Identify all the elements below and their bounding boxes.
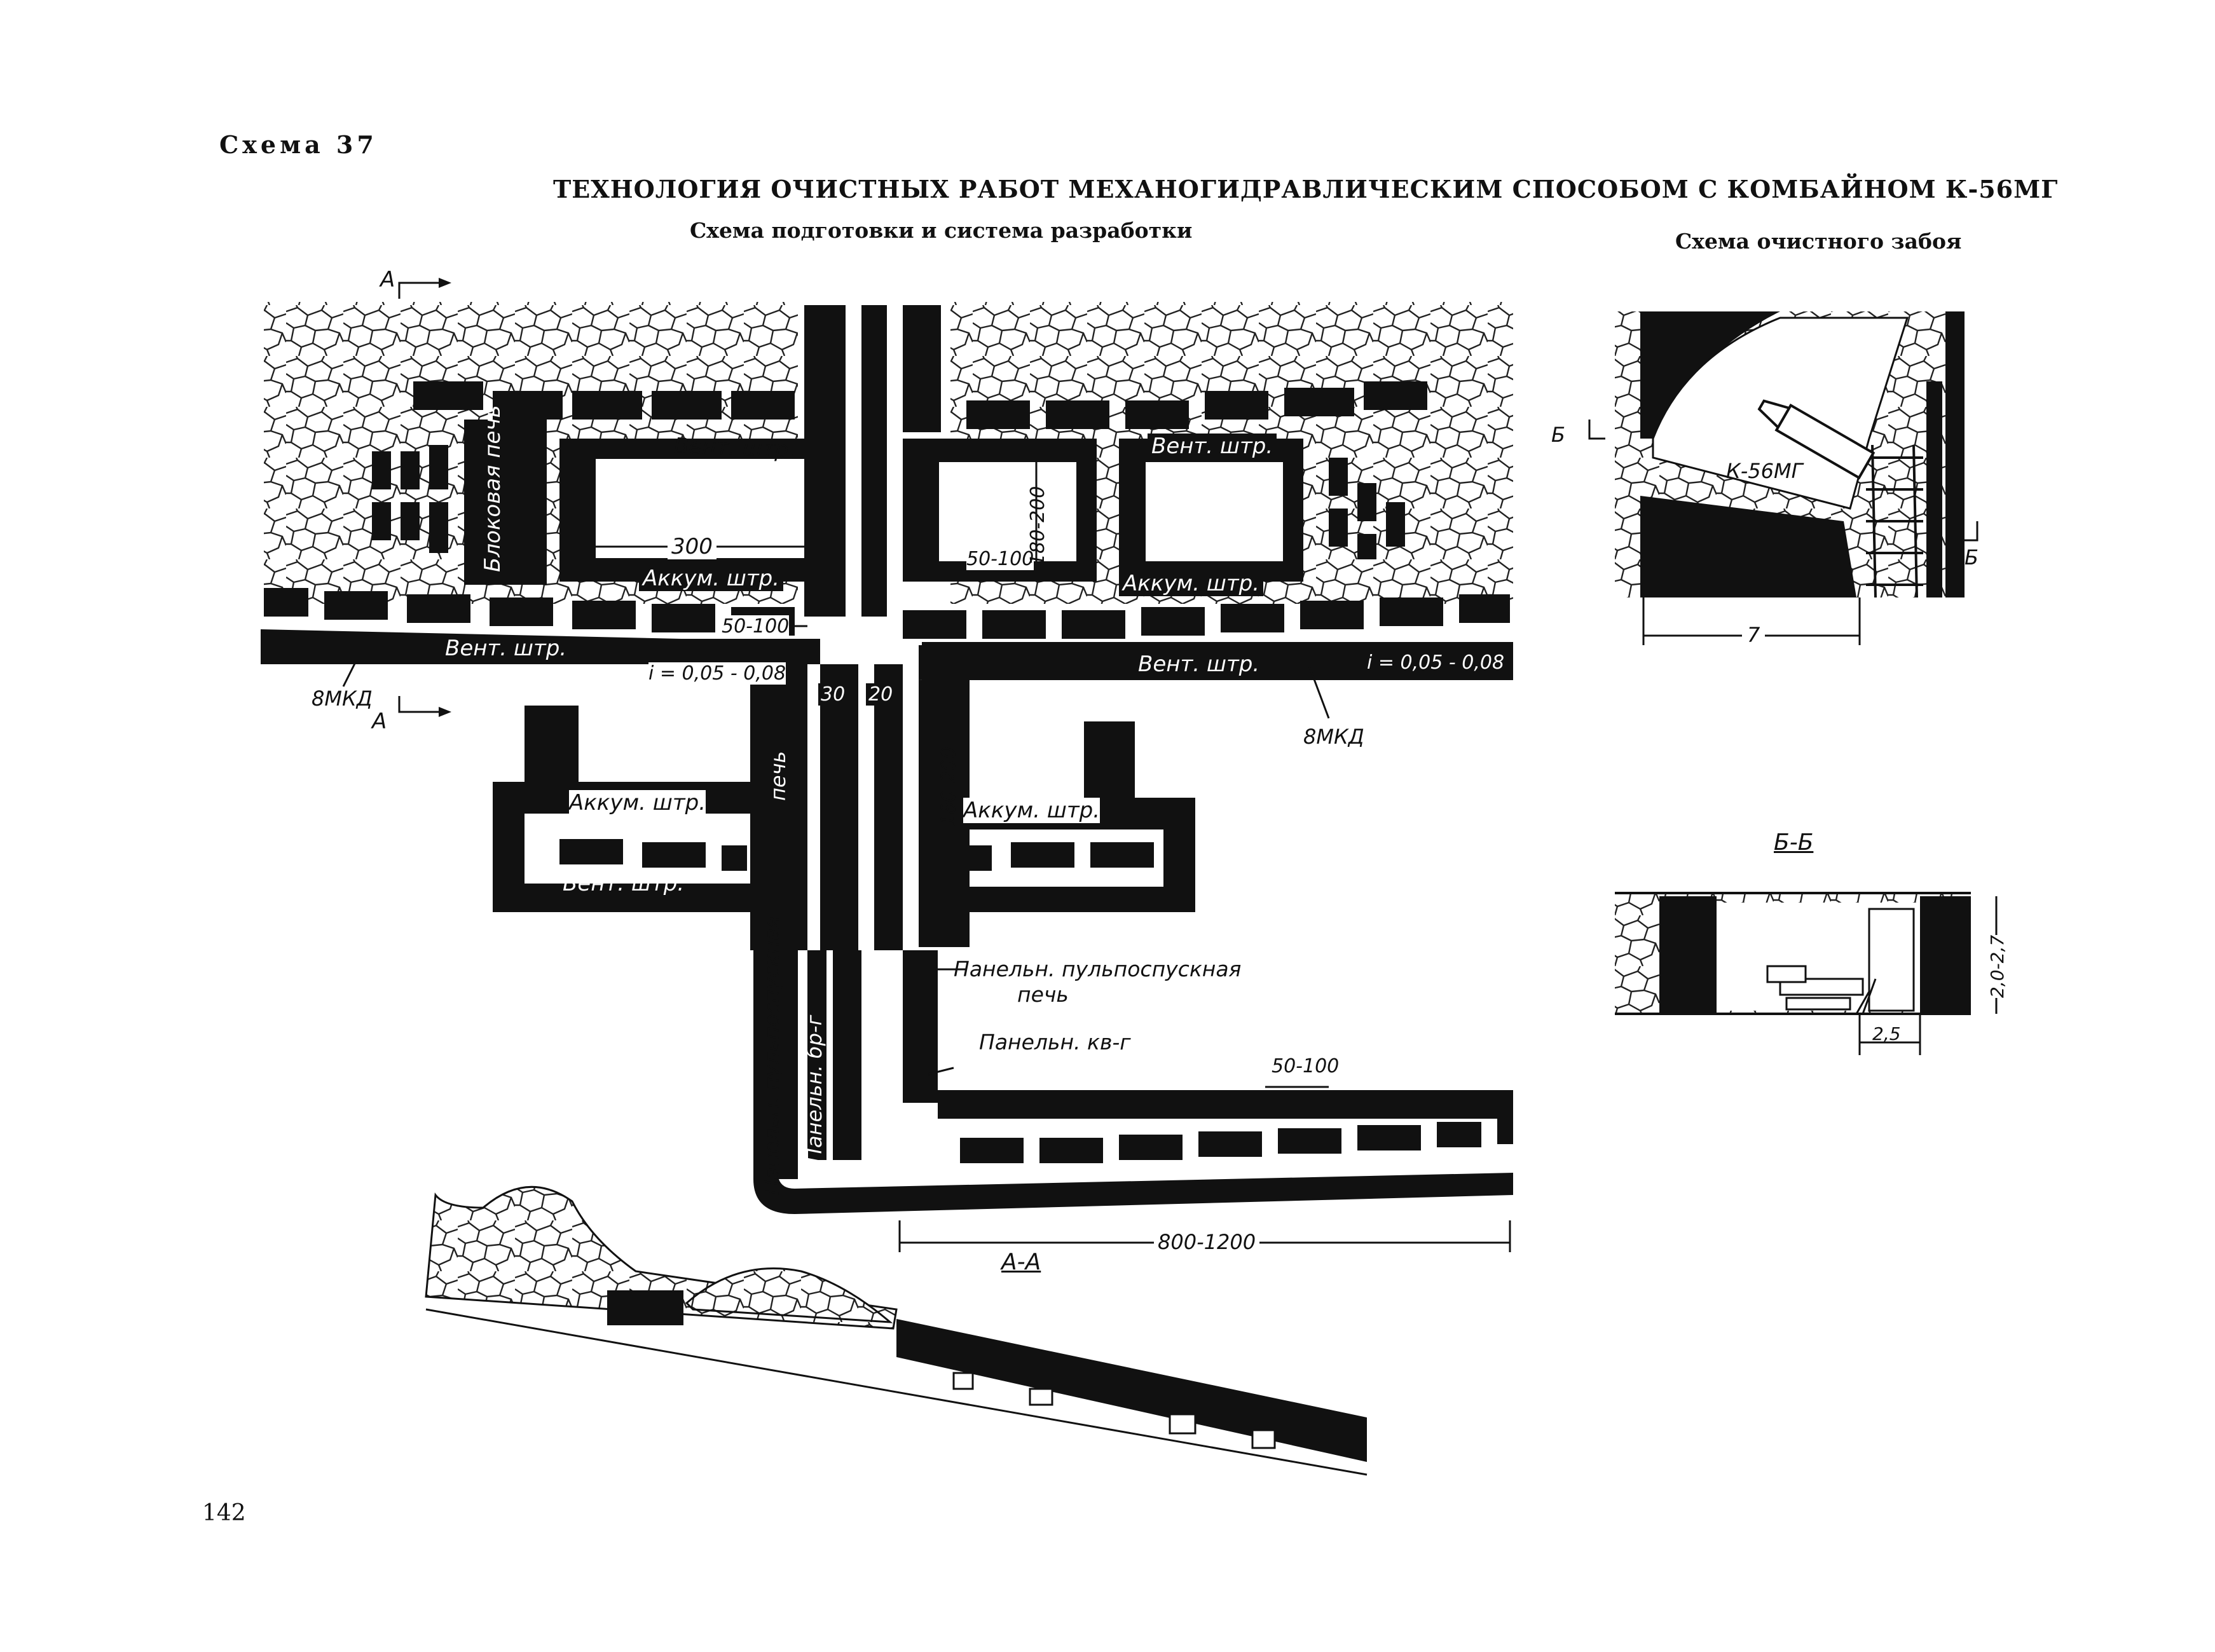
label-vmkd-right: 8МКД bbox=[1303, 725, 1364, 749]
label-akkum-shtr-lower-right: Аккум. штр. bbox=[963, 798, 1101, 823]
subtitle-right: Схема очистного забоя bbox=[1675, 229, 1962, 254]
top-drift-segments bbox=[413, 381, 1427, 429]
scheme-number: Схема 37 bbox=[219, 130, 378, 159]
label-section-b-right: Б bbox=[1965, 545, 1978, 570]
label-panel-brg: Панельн. бр-г bbox=[802, 1014, 826, 1163]
vent-drift-band-right bbox=[922, 642, 1513, 680]
label-section-aa: А-А bbox=[1001, 1249, 1041, 1275]
section-aa bbox=[425, 1185, 1368, 1476]
label-vent-shtr-mid-right: Вент. штр. bbox=[1138, 652, 1260, 677]
label-dim-180-200-upper: 180-200 bbox=[1027, 486, 1049, 566]
label-section-a-top: А bbox=[380, 267, 395, 292]
label-akkum-shtr-upper-left: Аккум. штр. bbox=[639, 566, 784, 591]
label-section-bb: Б-Б bbox=[1774, 829, 1814, 856]
label-dim-50-100-lower: 50-100 bbox=[1272, 1055, 1340, 1077]
accum-drift-segments bbox=[264, 588, 1510, 639]
mined-block-center bbox=[936, 460, 1079, 564]
page-number: 142 bbox=[202, 1500, 246, 1526]
vent-drift-band-left bbox=[261, 639, 820, 664]
label-dim-20: 20 bbox=[866, 683, 896, 706]
label-dim-30: 30 bbox=[818, 683, 848, 706]
label-dim-7: 7 bbox=[1742, 623, 1766, 647]
central-shaft bbox=[804, 305, 941, 617]
label-dim-50-100-mid: 50-100 bbox=[722, 615, 790, 638]
subtitle-left: Схема подготовки и система разработки bbox=[690, 218, 1193, 243]
label-dim-width: 2,5 bbox=[1872, 1023, 1901, 1044]
label-vent-shtr-upper-left: Вент. штр. bbox=[673, 433, 796, 463]
label-panel-kvg: Панельн. кв-г bbox=[979, 1030, 1131, 1055]
label-dim-50-100-upper: 50-100 bbox=[966, 548, 1034, 570]
label-section-a-bottom: А bbox=[372, 709, 387, 734]
mined-block-right bbox=[1143, 460, 1286, 564]
label-dim-height: 2,0-2,7 bbox=[1987, 934, 2008, 998]
label-dim-300: 300 bbox=[668, 534, 717, 559]
label-dim-800-1200: 800-1200 bbox=[1154, 1230, 1260, 1254]
label-vmkd-left: 8МКД bbox=[312, 686, 373, 711]
label-panel-pulp-pech-line2: печь bbox=[1017, 982, 1069, 1007]
label-dim-180-200-lower: 180-200 bbox=[938, 746, 960, 826]
page-title: ТЕХНОЛОГИЯ ОЧИСТНЫХ РАБОТ МЕХАНОГИДРАВЛИ… bbox=[553, 175, 2059, 203]
label-slope-right: i = 0,05 - 0,08 bbox=[1367, 652, 1505, 674]
label-blochnaya-pech: Блоковая печь bbox=[480, 405, 505, 572]
face-scheme bbox=[1588, 311, 1978, 645]
label-akkum-shtr-upper-right: Аккум. штр. bbox=[1119, 571, 1264, 596]
label-vent-shtr-upper-right: Вент. штр. bbox=[1148, 433, 1277, 459]
bottom-drift-segments bbox=[960, 1119, 1513, 1163]
label-vent-shtr-lower-left: Вент. штр. bbox=[563, 871, 685, 896]
label-slope-left: i = 0,05 - 0,08 bbox=[648, 662, 786, 685]
label-combine: К-56МГ bbox=[1726, 459, 1803, 483]
label-section-b-left: Б bbox=[1551, 423, 1565, 447]
section-bb bbox=[1615, 892, 1998, 1055]
lower-shaft bbox=[753, 950, 1513, 1214]
label-panel-pulp-pech: Панельн. пульпоспускная bbox=[954, 957, 1242, 981]
label-panel-pulposk: Панельн. пульпоспускная bbox=[760, 916, 784, 1195]
label-akkum-shtr-lower-left: Аккум. штр. bbox=[569, 790, 706, 816]
label-vent-shtr-mid-left: Вент. штр. bbox=[445, 636, 567, 661]
label-pech-lower: печь bbox=[766, 751, 790, 801]
